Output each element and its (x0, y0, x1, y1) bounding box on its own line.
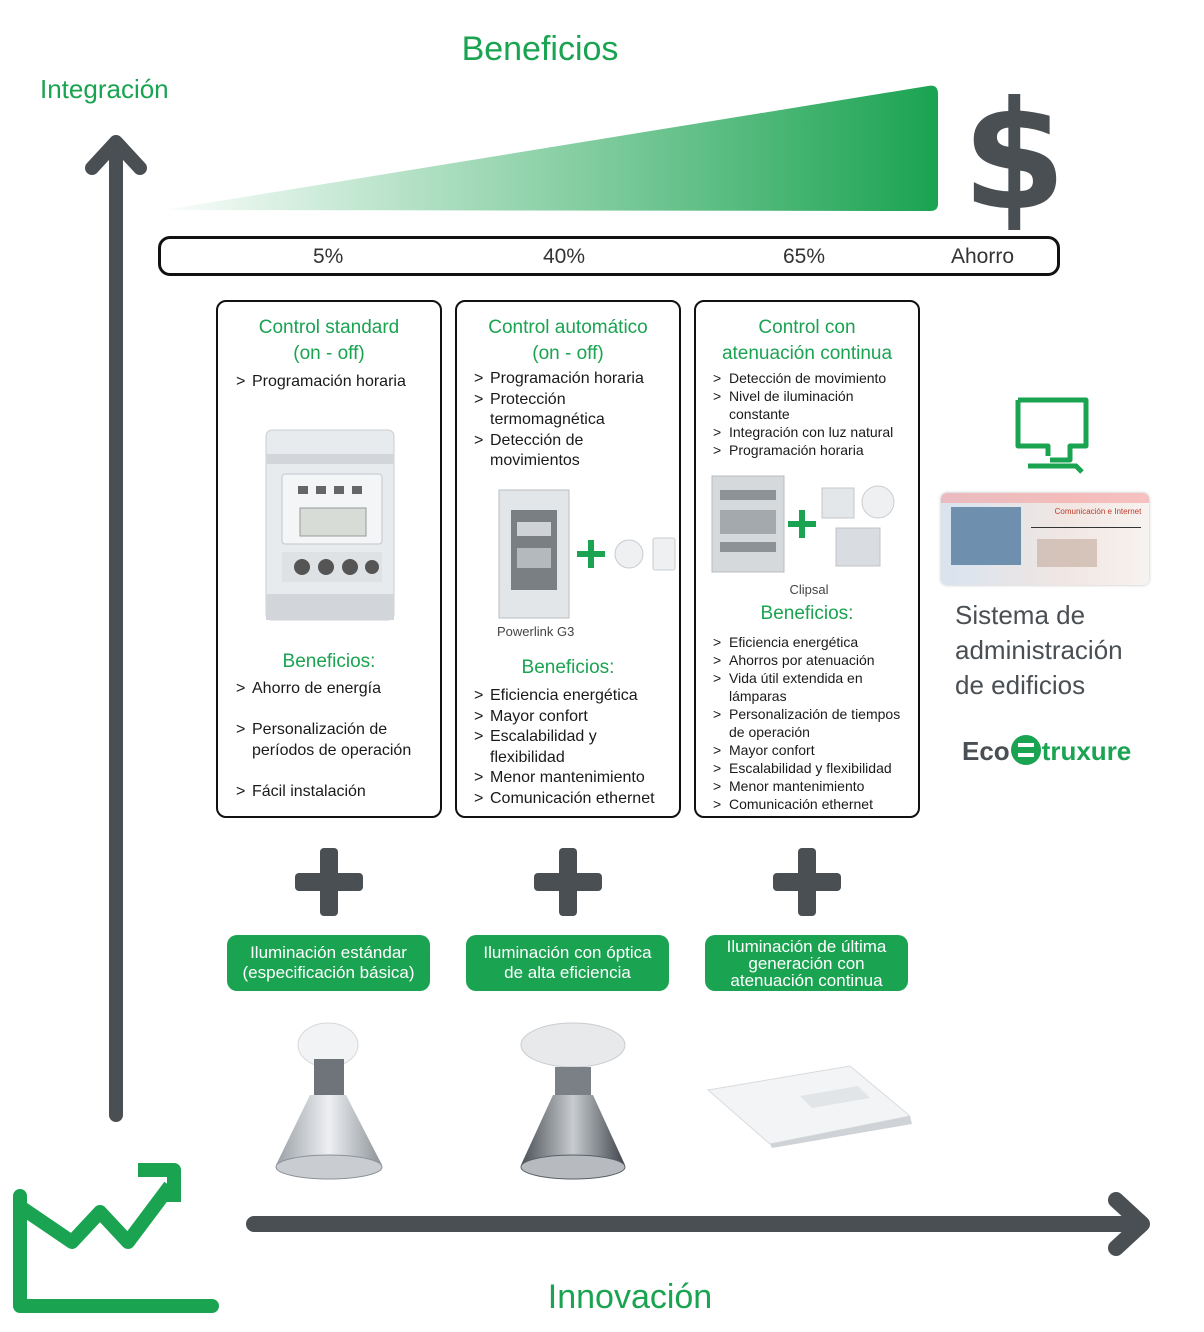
card-title: Control con (758, 317, 856, 338)
card-subtitle: (on - off) (293, 343, 365, 364)
card-title: Control standard (258, 317, 400, 338)
card-title: Control automático (488, 317, 648, 338)
benefit-item: Escalabilidad y flexibilidad (474, 727, 674, 768)
lighting-standard-label: Iluminación estándar(especificación bási… (227, 935, 430, 991)
benefit-item: Personalización de tiempos de operación (713, 705, 913, 741)
timer-device-image (265, 429, 395, 621)
bms-screen-heading: Comunicación e Internet (1054, 507, 1142, 516)
diagram-title: Beneficios (461, 30, 619, 68)
benefit-item: Mayor confort (713, 741, 913, 759)
y-axis-label: Integración (40, 74, 169, 104)
led-luminaire-image (706, 1065, 912, 1148)
benefit-item: Fácil instalación (236, 782, 366, 803)
savings-label: Ahorro (951, 245, 1015, 268)
benefit-item: Comunicación ethernet (474, 789, 674, 810)
bms-title: Sistema de administración de edificios (955, 600, 1123, 700)
card-subtitle: (on - off) (532, 343, 604, 364)
benefit-item: Escalabilidad y flexibilidad (713, 759, 913, 777)
feature-item: Nivel de iluminación constante (713, 387, 913, 423)
benefits-title: Beneficios: (282, 651, 376, 672)
benefit-item: Personalización de períodos de operación (236, 720, 436, 761)
benefits-title: Beneficios: (521, 657, 615, 678)
control-standard-card: Control standard (on - off) Programación… (216, 300, 442, 818)
control-atenuacion-card: Control con atenuación continua Detecció… (694, 300, 920, 818)
feature-item: Integración con luz natural (713, 423, 913, 441)
benefit-item: Menor mantenimiento (713, 777, 913, 795)
feature-item: Programación horaria (713, 441, 913, 459)
control-automatico-card: Control automático (on - off) Programaci… (455, 300, 681, 818)
control-panel-image (498, 489, 676, 619)
benefit-item: Eficiencia energética (713, 633, 913, 651)
plus-icon (788, 510, 816, 538)
savings-bar: 5% 40% 65% Ahorro (158, 236, 1060, 276)
bms-screen-image: Comunicación e Internet (941, 493, 1149, 585)
plus-icon (295, 848, 363, 916)
monitor-icon (1015, 397, 1089, 474)
dimming-controls-image (711, 475, 895, 573)
benefit-item: Vida útil extendida en lámparas (713, 669, 913, 705)
savings-value: 65% (783, 245, 826, 268)
plus-icon (773, 848, 841, 916)
ecostruxure-s-icon (1010, 735, 1041, 765)
product-caption: Clipsal (789, 582, 829, 597)
benefits-title: Beneficios: (760, 603, 854, 624)
up-arrow-icon (85, 135, 147, 1122)
benefit-item: Ahorro de energía (236, 679, 381, 700)
dollar-icon: $ (962, 70, 1067, 244)
feature-item: Programación horaria (236, 372, 406, 393)
x-axis-label: Innovación (547, 1278, 713, 1316)
plus-icon (577, 540, 605, 568)
feature-item: Programación horaria (474, 369, 674, 390)
feature-item: Detección de movimientos (474, 431, 674, 472)
benefit-item: Menor mantenimiento (474, 768, 674, 789)
benefit-item: Mayor confort (474, 707, 674, 728)
benefits-wedge (164, 85, 938, 211)
feature-item: Detección de movimiento (713, 369, 913, 387)
high-efficiency-luminaire-image (520, 1022, 626, 1180)
card-subtitle: atenuación continua (721, 343, 893, 364)
right-arrow-icon (246, 1192, 1150, 1256)
product-caption: Powerlink G3 (497, 624, 575, 639)
plus-icon (534, 848, 602, 916)
benefit-item: Comunicación ethernet (713, 795, 913, 813)
savings-value: 40% (543, 245, 586, 268)
growth-chart-icon (13, 1163, 219, 1313)
benefit-item: Eficiencia energética (474, 686, 674, 707)
feature-item: Protección termomagnética (474, 390, 674, 431)
benefit-item: Ahorros por atenuación (713, 651, 913, 669)
standard-luminaire-image (275, 1022, 383, 1180)
savings-value: 5% (313, 245, 344, 268)
